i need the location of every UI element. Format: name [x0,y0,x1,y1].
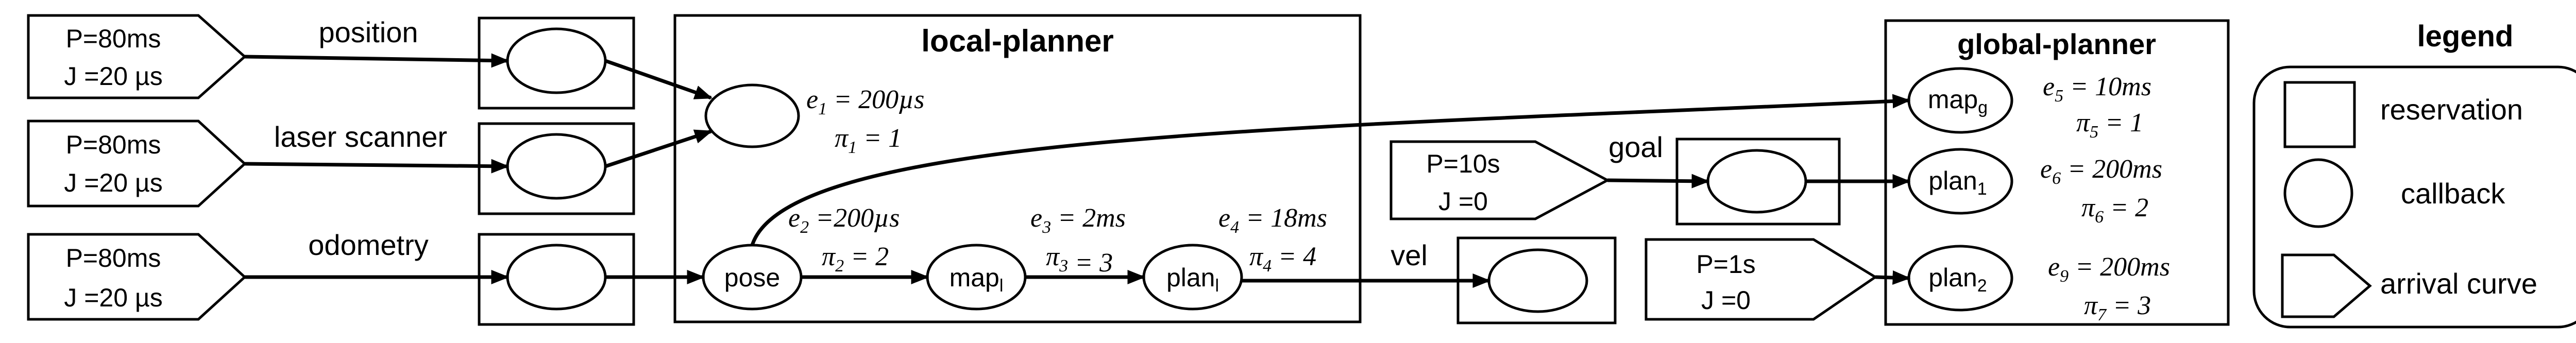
topic-vel-label: vel [1391,239,1428,271]
param-pi4: π4 = 4 [1249,242,1316,276]
callback-vel [1487,248,1588,313]
edge-position-in [244,53,510,68]
legend-arrival-curve-label: arrival curve [2380,267,2537,300]
legend: legend reservation callback arrival curv… [2252,20,2576,329]
param-pi2: π2 = 2 [822,242,889,276]
param-e3: e3 = 2ms [1030,203,1126,237]
topic-position-label: position [318,16,418,48]
param-pi3: π3 = 3 [1046,242,1113,278]
legend-reservation-label: reservation [2380,93,2523,126]
jitter-label: J =20 µs [64,62,162,91]
legend-callback-icon [2283,158,2353,228]
callback-pose-label: pose [724,263,780,292]
reservation-odometry [478,233,635,326]
arrival-curve-odometry: P=80ms J =20 µs [27,233,247,321]
param-pi7: π7 = 3 [2084,291,2151,324]
reservation-goal [1675,138,1841,226]
arrival-curve-goal: P=10s J =0 [1389,140,1611,220]
param-e4: e4 = 18ms [1218,203,1327,237]
callback-goal [1706,149,1807,214]
callback-plan2-label: plan2 [1928,263,1987,296]
edge-goal-in [1607,174,1710,188]
topic-laser-label: laser scanner [274,121,447,153]
callback-position [506,27,607,94]
arrival-curve-position: P=80ms J =20 µs [27,14,247,99]
jitter-label: J =0 [1438,187,1488,216]
period-label: P=80ms [66,244,161,272]
period-label: P=80ms [66,24,161,53]
legend-title: legend [2417,20,2514,53]
edge-timer-plan2 [1875,270,1911,285]
edge-laser-local [604,129,713,168]
jitter-label: J =20 µs [64,283,162,312]
edges [244,53,1911,288]
global-planner-title: global-planner [1957,28,2156,60]
period-label: P=80ms [66,130,161,159]
legend-reservation-icon [2283,81,2356,148]
callback-map-g-label: mapg [1928,85,1988,117]
callback-local-1 [704,83,800,148]
arrival-curve-laser: P=80ms J =20 µs [27,119,247,208]
edge-position-local [604,59,713,100]
param-pi1: π1 = 1 [835,124,902,157]
edge-laser-in [244,159,510,174]
param-e1: e1 = 200µs [806,85,924,118]
legend-arrival-curve-icon [2281,253,2372,318]
jitter-label: J =0 [1701,286,1751,315]
callback-plan-l-label: planl [1166,263,1219,296]
topic-odometry-label: odometry [308,229,428,261]
arrival-curve-timer: P=1s J =0 [1645,238,1878,321]
callback-odometry [506,244,607,311]
param-e2: e2 =200µs [788,203,900,237]
callback-laser [506,133,607,200]
global-planner-reservation: global-planner mapg plan1 plan2 e5 = 10m… [1884,19,2230,326]
legend-callback-label: callback [2401,177,2505,210]
jitter-label: J =20 µs [64,168,162,197]
period-label: P=10s [1426,149,1500,178]
param-e5: e5 = 10ms [2043,72,2151,106]
topic-goal-label: goal [1608,131,1663,163]
callback-map-l-label: mapl [950,263,1004,296]
period-label: P=1s [1696,250,1755,279]
param-pi6: π6 = 2 [2081,193,2148,227]
param-pi5: π5 = 1 [2076,108,2143,142]
param-e6: e6 = 200ms [2040,155,2162,188]
edge-pose-mapg [750,94,1911,246]
local-planner-title: local-planner [921,24,1113,58]
reservation-laser [478,122,635,215]
param-e9: e9 = 200ms [2048,252,2170,286]
callback-plan1-label: plan1 [1928,166,1987,199]
local-planner-reservation: local-planner pose mapl planl e1 = 200µs… [673,14,1362,323]
